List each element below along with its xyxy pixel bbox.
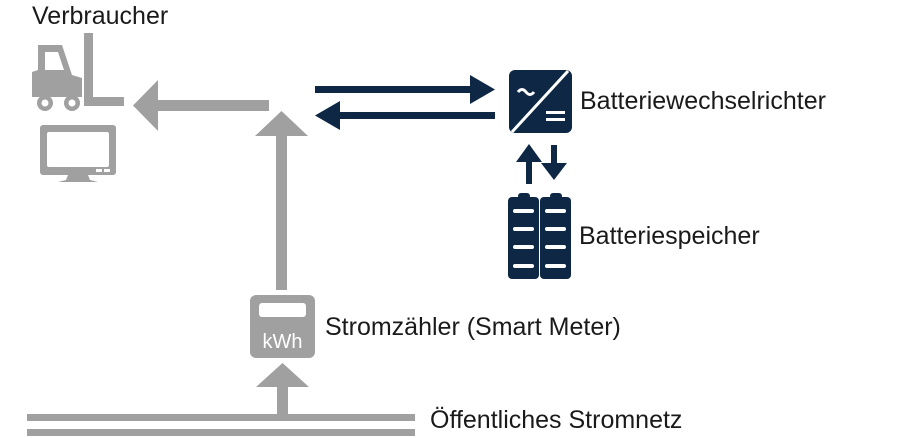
arrow-meter-to-junction bbox=[255, 111, 308, 290]
monitor-icon bbox=[40, 125, 116, 182]
arrow-battery-to-inverter bbox=[516, 144, 542, 184]
grid-label: Öffentliches Stromnetz bbox=[430, 406, 683, 434]
arrow-to-inverter bbox=[315, 75, 495, 104]
grid-lines bbox=[27, 414, 415, 436]
inverter-label: Batteriewechselrichter bbox=[580, 87, 826, 115]
grid-line-bottom bbox=[27, 429, 415, 436]
arrow-from-inverter bbox=[315, 101, 495, 130]
grid-line-top bbox=[27, 414, 415, 421]
meter-label: Stromzähler (Smart Meter) bbox=[325, 313, 621, 341]
forklift-icon bbox=[32, 33, 124, 111]
arrow-grid-to-meter bbox=[256, 363, 309, 417]
meter-unit-text: kWh bbox=[263, 331, 303, 353]
consumer-label: Verbraucher bbox=[32, 2, 169, 30]
arrow-inverter-to-battery bbox=[541, 145, 567, 180]
smart-meter-icon: kWh bbox=[250, 295, 315, 358]
inverter-icon bbox=[509, 69, 572, 134]
battery-storage-icon bbox=[508, 193, 571, 279]
arrow-to-consumer bbox=[133, 80, 269, 131]
storage-label: Batteriespeicher bbox=[579, 222, 760, 250]
